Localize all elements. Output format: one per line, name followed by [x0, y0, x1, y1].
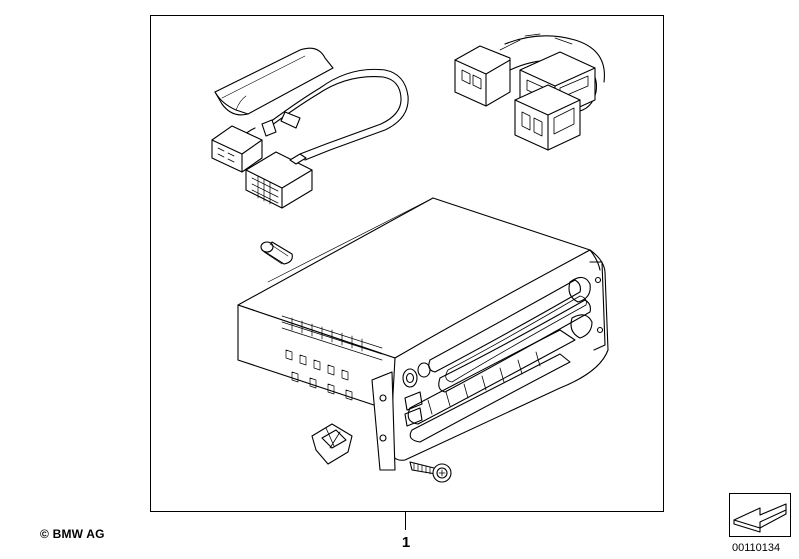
arrow-down-left-icon[interactable] — [729, 493, 791, 537]
radio-unit — [237, 197, 609, 471]
screw-part — [409, 461, 452, 483]
clip-part — [311, 423, 353, 465]
callout-number: 1 — [401, 534, 411, 551]
pin-part — [260, 241, 293, 265]
wiring-adapter — [454, 33, 605, 151]
foam-pad — [214, 47, 334, 116]
diagram-id: 00110134 — [732, 542, 781, 554]
diagram-frame — [150, 15, 664, 512]
callout-leader-line — [405, 512, 406, 530]
copyright-label: © BMW AG — [40, 527, 105, 541]
cable-harness — [211, 68, 409, 209]
